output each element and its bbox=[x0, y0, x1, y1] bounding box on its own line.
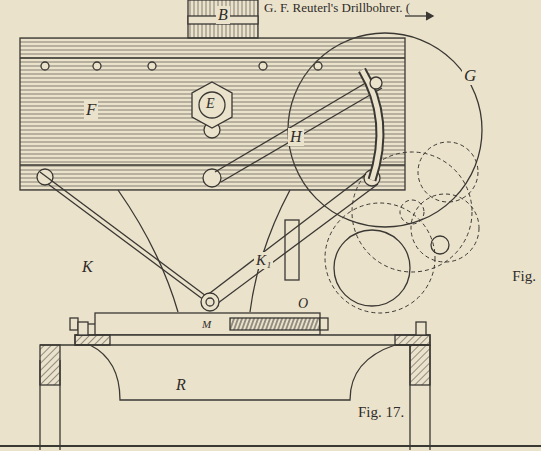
part-letter: B bbox=[216, 6, 230, 24]
part-letter: E bbox=[204, 96, 217, 112]
part-letter: R bbox=[174, 376, 188, 394]
part-letter: F bbox=[84, 100, 98, 119]
figure-caption: Fig. 17. bbox=[356, 404, 406, 421]
part-letter: K bbox=[80, 258, 95, 276]
part-letter: K₁ bbox=[254, 252, 273, 269]
figure-label: Fig. bbox=[510, 268, 538, 285]
part-letter: H bbox=[288, 128, 304, 146]
part-letter: G bbox=[462, 66, 478, 85]
part-letter: M bbox=[200, 318, 213, 331]
header-text: G. F. Reuterl's Drillbohrer. ( bbox=[262, 0, 412, 15]
part-letter: O bbox=[296, 296, 310, 312]
